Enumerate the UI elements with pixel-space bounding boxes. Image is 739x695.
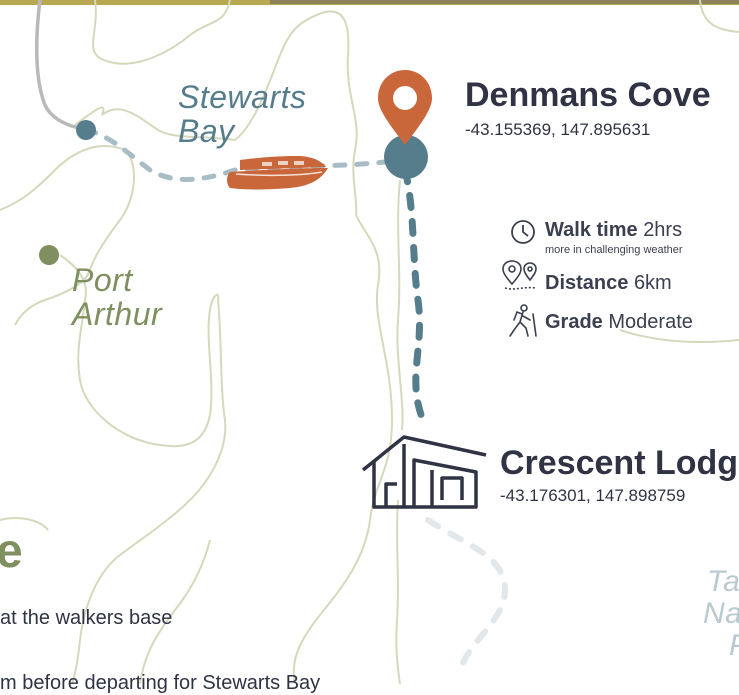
continuing-route-line [425, 517, 509, 673]
coastline-port-arthur [59, 254, 227, 684]
place-label-line: Bay [178, 113, 235, 149]
lodge-icon[interactable] [361, 435, 487, 509]
coastline-peninsula [0, 517, 211, 684]
walk-time-value: 2hrs [643, 219, 683, 241]
start-title: Denmans Cove [465, 76, 711, 114]
denmans-cove-marker[interactable] [384, 135, 428, 179]
stewarts-bay-marker[interactable] [76, 120, 96, 140]
place-label-line: Stewarts [178, 79, 307, 115]
grade-value: Moderate [608, 311, 693, 333]
coastline-top [92, 0, 231, 65]
hiker-icon [509, 304, 537, 337]
distance-value: 6km [633, 272, 672, 294]
boat-icon [227, 156, 328, 190]
walk-time-note: more in challenging weather [545, 244, 683, 256]
end-title: Crescent Lodge [500, 444, 739, 482]
road-line [35, 0, 86, 131]
top-photo-strip-dark [270, 0, 739, 4]
place-label-line: Port [72, 262, 133, 298]
place-label-line: Na [703, 597, 739, 630]
body-text-line-1: at the walkers base [0, 607, 173, 629]
distance-pins-icon [502, 260, 537, 290]
place-label-port-arthur: Port Arthur [72, 263, 162, 331]
start-coords: -43.155369, 147.895631 [465, 120, 651, 139]
place-label-stewarts-bay: Stewarts Bay [178, 80, 306, 148]
distance-label: Distance [545, 272, 629, 294]
end-coords: -43.176301, 147.898759 [500, 486, 686, 505]
coastline-west [0, 145, 136, 326]
place-label-line: Ta [707, 565, 739, 598]
place-label-line: P [703, 630, 739, 662]
place-label-tasman-partial: Ta Na P [703, 566, 739, 662]
clock-icon [511, 220, 535, 244]
coastline-east [395, 179, 404, 684]
walk-route-line [401, 166, 429, 429]
walk-time-stat: Walk time 2hrs [545, 219, 682, 242]
port-arthur-marker[interactable] [39, 245, 59, 265]
coastline-far-east [619, 0, 739, 343]
map-pin-icon[interactable] [378, 70, 432, 145]
walk-time-label: Walk time [545, 219, 638, 241]
section-heading-fragment: e [0, 525, 23, 578]
distance-stat: Distance 6km [545, 272, 672, 295]
grade-stat: Grade Moderate [545, 311, 693, 334]
coastline-bay-west [74, 10, 394, 684]
place-label-line: Arthur [72, 296, 163, 332]
grade-label: Grade [545, 311, 603, 333]
